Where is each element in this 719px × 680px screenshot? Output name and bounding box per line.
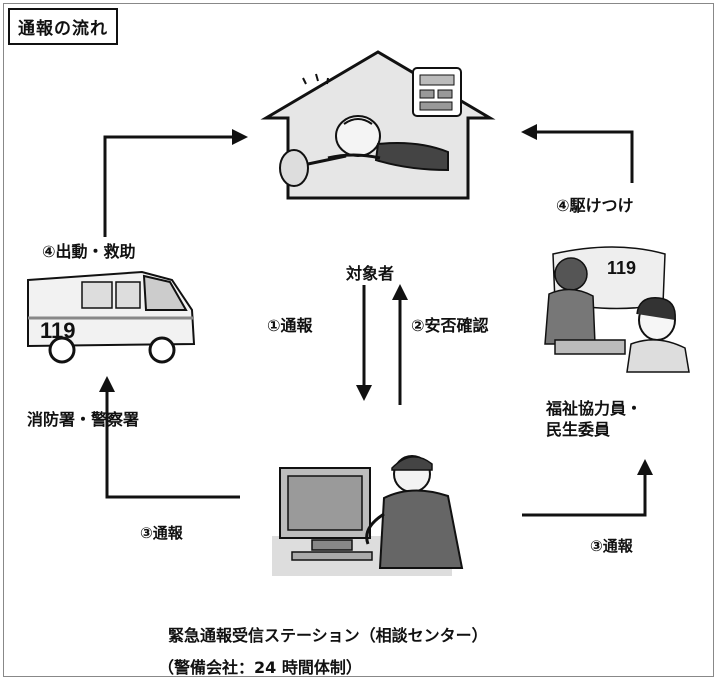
label-report: ①通報 xyxy=(267,316,313,335)
arrow-station-to-fire-head xyxy=(99,376,115,392)
label-safety-check: ②安否確認 xyxy=(411,316,489,335)
label-station-note: （警備会社：24 時間体制） xyxy=(158,658,362,677)
arrow-dispatch-head xyxy=(232,129,248,145)
arrow-rush-to-house xyxy=(537,130,634,183)
diagram-frame xyxy=(3,3,714,677)
label-dispatch-rescue: ④出動・救助 xyxy=(42,242,136,261)
phone-call-illustration: 119 xyxy=(544,246,690,373)
page-title: 通報の流れ xyxy=(8,8,118,45)
arrow-rush-head xyxy=(521,124,537,140)
phone-number: 119 xyxy=(607,258,636,278)
label-fire-police: 消防署・警察署 xyxy=(27,410,140,429)
ambulance-illustration: 119 xyxy=(27,270,196,364)
arrow-confirm-up-head xyxy=(392,284,408,300)
arrow-station-to-welfare xyxy=(522,475,647,517)
arrow-dispatch-to-house xyxy=(103,135,232,237)
label-report-left: ③通報 xyxy=(140,524,183,542)
house-illustration xyxy=(260,50,496,200)
label-subject: 対象者 xyxy=(346,264,395,283)
label-rush: ④駆けつけ xyxy=(556,196,634,215)
label-report-right: ③通報 xyxy=(590,537,633,555)
arrow-station-to-welfare-head xyxy=(637,459,653,475)
arrow-report-down-head xyxy=(356,385,372,401)
operator-illustration xyxy=(272,455,464,576)
label-welfare-2: 民生委員 xyxy=(546,420,611,439)
label-station: 緊急通報受信ステーション（相談センター） xyxy=(168,626,488,645)
arrow-station-to-fire xyxy=(105,392,240,499)
label-welfare-1: 福祉協力員・ xyxy=(546,399,643,418)
